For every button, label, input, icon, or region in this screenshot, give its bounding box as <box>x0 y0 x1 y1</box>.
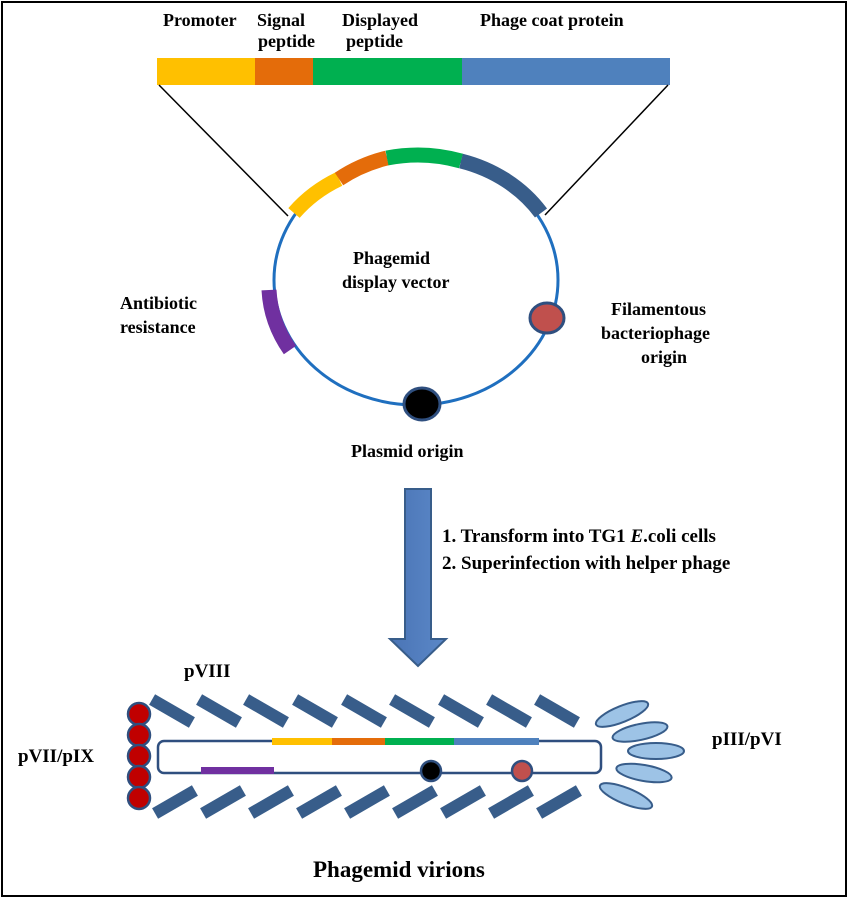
virion-plasmid-origin <box>421 761 441 781</box>
piii-pvi-label: pIII/pVI <box>712 729 782 750</box>
zoom-line-left <box>159 85 288 216</box>
virion-displayed-peptide <box>385 738 454 745</box>
process-arrow <box>390 489 446 666</box>
displayed-label-line2: peptide <box>346 31 403 51</box>
pvii-pix-label: pVII/pIX <box>18 746 94 767</box>
displayed-peptide-segment <box>313 58 462 85</box>
signal-peptide-segment <box>255 58 313 85</box>
promoter-arc <box>294 179 339 213</box>
displayed-label-line1: Displayed <box>342 10 418 30</box>
coat-protein-segment <box>462 58 670 85</box>
filamentous-label-line2: bacteriophage <box>601 323 710 343</box>
step-1-text: 1. Transform into TG1 E.coli cells <box>442 526 716 547</box>
signal-peptide-arc <box>339 158 387 179</box>
vector-label-line2: display vector <box>342 272 450 292</box>
signal-label-line2: peptide <box>258 31 315 51</box>
zoom-line-right <box>545 85 668 215</box>
filamentous-origin-marker <box>530 303 564 333</box>
virion-antibiotic-resistance <box>201 767 274 774</box>
pviii-top-row <box>149 694 580 727</box>
virion <box>128 694 684 818</box>
pvii-pix-cluster <box>128 703 150 809</box>
virion-caption: Phagemid virions <box>313 857 485 882</box>
antibiotic-label-line1: Antibiotic <box>120 293 197 313</box>
construct-bar <box>157 58 670 85</box>
antibiotic-resistance-arc <box>269 290 290 350</box>
virion-filamentous-origin <box>512 761 532 781</box>
step-2-text: 2. Superinfection with helper phage <box>442 553 730 574</box>
filamentous-label-line3: origin <box>641 347 687 367</box>
pviii-label: pVIII <box>184 661 230 682</box>
piii-pvi-cluster <box>593 696 684 814</box>
plasmid-origin-marker <box>404 388 440 420</box>
antibiotic-label-line2: resistance <box>120 317 196 337</box>
coat-protein-label: Phage coat protein <box>480 10 624 30</box>
filamentous-label-line1: Filamentous <box>611 299 706 319</box>
virion-coat-protein <box>454 738 539 745</box>
displayed-peptide-arc <box>387 155 461 161</box>
promoter-segment <box>157 58 255 85</box>
virion-signal-peptide <box>332 738 385 745</box>
signal-label-line1: Signal <box>257 10 305 30</box>
plasmid-origin-label: Plasmid origin <box>351 441 464 461</box>
coat-protein-arc <box>461 161 541 213</box>
virion-promoter <box>272 738 332 745</box>
promoter-label: Promoter <box>163 10 237 30</box>
pviii-bottom-row <box>152 785 582 818</box>
vector-label-line1: Phagemid <box>353 248 430 268</box>
